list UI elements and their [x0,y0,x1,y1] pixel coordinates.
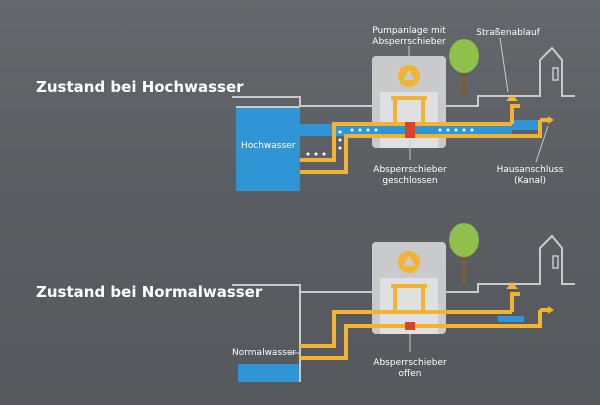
valve-open-label-2: offen [399,369,422,379]
house-window [552,67,559,81]
normal-water-scene: Zustand bei Normalwasser Normalwasser A [36,223,575,382]
tree-trunk-top [462,66,466,96]
house-label-1: Hausanschluss [497,165,564,175]
house-marker-icon-bottom [548,306,554,314]
ground-line-left [232,96,372,107]
valve-closed-icon [405,122,415,138]
pipe-top-lower [300,120,542,174]
flooded-drain-box [510,120,540,130]
house-outline [446,46,575,107]
pump-label-2: Absperrschieber [372,37,446,47]
ground-line-left-bottom [232,284,372,293]
tree-icon-top [449,39,479,73]
normal-water-heading: Zustand bei Normalwasser [36,283,263,301]
drain-marker-icon [506,94,518,101]
drain-marker-icon-bottom [506,282,518,289]
house-callout-line [535,125,549,163]
house-label-2: (Kanal) [514,176,546,186]
pump-arrow-icon-bottom [403,256,415,266]
normal-water-reservoir [238,364,300,382]
pipe-top-upper [300,122,512,162]
valve-open-label-1: Absperrschieber [373,358,447,368]
normal-water-label: Normalwasser [232,348,296,358]
pipe-bottom-lower [300,310,542,360]
tree-trunk-bottom [462,250,466,284]
drain-pipe-top [510,104,520,124]
valve-closed-label-2: geschlossen [382,176,437,186]
high-water-label: Hochwasser [241,141,296,151]
pipe-bottom-upper [300,310,512,348]
pump-label-1: Pumpanlage mit [372,26,446,36]
pump-arrow-icon-top [403,70,415,80]
water-flow-dots-top [306,128,474,156]
house-marker-icon [548,116,554,124]
valve-closed-label-1: Absperrschieber [373,165,447,175]
high-water-reservoir [236,107,300,191]
pump-shaft-top [380,92,438,148]
high-water-heading: Zustand bei Hochwasser [36,78,244,96]
drain-water-bottom [498,316,524,322]
high-water-scene: Zustand bei Hochwasser Hochwasser [36,26,575,191]
drain-callout-line [499,37,509,93]
drain-pipe-bottom [510,292,520,312]
drain-label: Straßenablauf [476,28,540,38]
valve-open-icon [405,322,415,330]
house-outline-bottom [446,234,575,293]
house-window-bottom [552,255,559,269]
tree-icon-bottom [449,223,479,257]
